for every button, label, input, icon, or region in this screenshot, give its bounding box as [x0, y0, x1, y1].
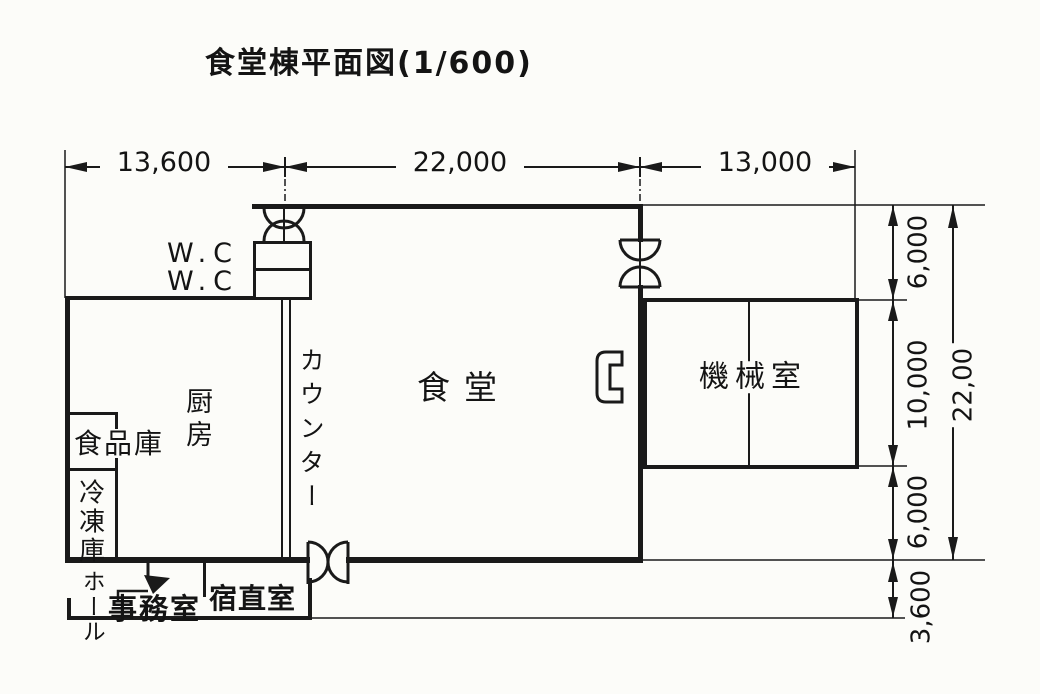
- food-storage-label: 食品庫: [72, 427, 167, 460]
- west-wall: [65, 296, 70, 563]
- plan-title: 食堂棟平面図(1/600): [205, 46, 533, 81]
- night-duty-room-label: 宿直室: [209, 582, 297, 615]
- annex-left-wall: [67, 598, 71, 620]
- food-storage-freezer-divider: [67, 468, 117, 471]
- arrow-r3-up: [888, 467, 898, 487]
- machine-room-box: [643, 298, 859, 469]
- wc-room-divider: [253, 268, 312, 271]
- counter-line-left: [281, 300, 283, 558]
- arrow-top-left-end: [65, 162, 87, 172]
- wc-upper-label: W.C: [167, 238, 240, 269]
- annex-room-divider: [203, 563, 206, 597]
- food-storage-top-wall: [67, 412, 117, 415]
- dining-hall-label: 食堂: [417, 368, 511, 407]
- hall-label: ホール: [78, 569, 105, 645]
- dim-right-6000-top: 6,000: [903, 209, 933, 295]
- counter-line-right: [289, 300, 291, 558]
- dim-top-right: 13,000: [701, 148, 829, 178]
- freezer-label: 冷凍庫: [74, 478, 105, 566]
- food-storage-right-wall: [115, 412, 118, 561]
- counter-label: カウンター: [296, 347, 326, 517]
- arrow-r2-up: [888, 301, 898, 321]
- arrow-285-from-right: [285, 162, 307, 172]
- dim-right-10000: 10,000: [903, 334, 933, 436]
- machine-room-label: 機械室: [693, 361, 813, 393]
- kitchen-top-wall: [65, 296, 255, 300]
- arrow-overall-up: [948, 206, 958, 228]
- dining-top-wall: [252, 204, 643, 209]
- dim-top-middle: 22,000: [396, 148, 524, 178]
- arrow-r1-up: [888, 206, 898, 226]
- arrow-r1-down: [888, 279, 898, 299]
- entrance-arrow: [144, 575, 170, 594]
- annex-right-wall: [308, 578, 312, 620]
- arrow-r4-up: [888, 562, 898, 582]
- arrow-top-right-end: [833, 162, 855, 172]
- bottom-wall-left: [65, 557, 310, 563]
- door-bottom-right-arc: [326, 540, 349, 584]
- dim-top-left: 13,600: [100, 148, 228, 178]
- east-wall-lower: [638, 285, 643, 563]
- arrow-r4-down: [888, 597, 898, 617]
- dim-right-3600: 3,600: [906, 564, 936, 650]
- arrow-r3-down: [888, 539, 898, 559]
- bottom-wall-right: [346, 557, 643, 563]
- annex-bottom-wall: [67, 616, 312, 620]
- arrow-r2-down: [888, 445, 898, 465]
- dim-right-6000-bottom: 6,000: [903, 469, 933, 555]
- door-bottom-left-arc: [307, 540, 330, 584]
- arrow-640-from-left: [618, 162, 640, 172]
- phone-symbol: [595, 350, 624, 404]
- arrow-640-from-right: [640, 162, 662, 172]
- entrance-polyline: [116, 589, 148, 602]
- office-label: 事務室: [108, 592, 202, 626]
- east-wall-upper: [638, 204, 643, 242]
- arrow-285-from-left: [263, 162, 285, 172]
- arrow-overall-down: [948, 537, 958, 559]
- wc-lower-label: W.C: [167, 266, 240, 297]
- dim-right-overall: 22,00: [948, 342, 978, 428]
- kitchen-label: 厨房: [181, 387, 213, 453]
